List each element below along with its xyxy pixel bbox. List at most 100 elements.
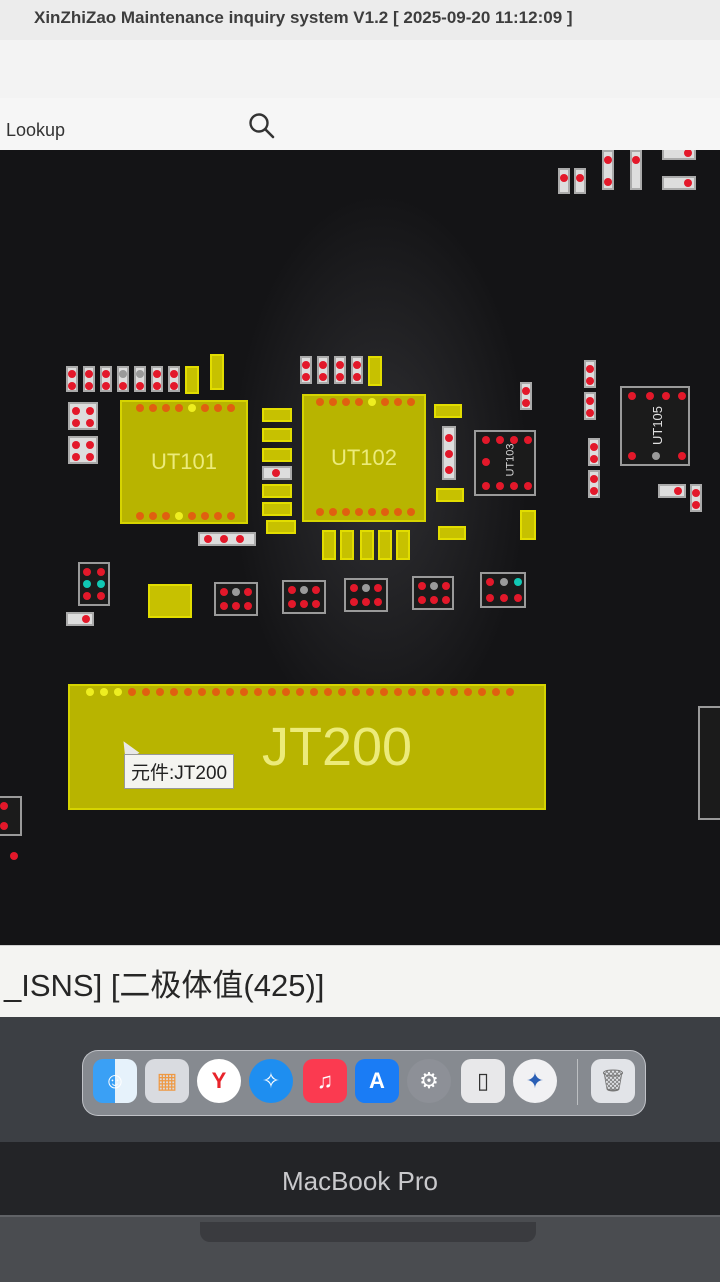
component[interactable]	[262, 448, 292, 462]
component[interactable]	[300, 356, 312, 384]
component[interactable]	[262, 428, 292, 442]
component[interactable]	[198, 532, 256, 546]
component[interactable]	[214, 582, 258, 616]
app-store-icon[interactable]: A	[355, 1059, 399, 1103]
launchpad-icon[interactable]: ▦	[145, 1059, 189, 1103]
component[interactable]	[438, 526, 466, 540]
component[interactable]	[334, 356, 346, 384]
component[interactable]	[588, 470, 600, 498]
component[interactable]	[584, 392, 596, 420]
pcb-board-view[interactable]: UT101 UT102 UT103 UT105	[0, 150, 720, 945]
passive-row-center	[300, 356, 382, 386]
chip-ut102[interactable]: UT102	[302, 394, 426, 522]
pad	[10, 852, 18, 860]
component[interactable]	[83, 366, 95, 392]
component[interactable]	[360, 530, 374, 560]
finder-icon[interactable]: ☺	[93, 1059, 137, 1103]
component[interactable]	[630, 150, 642, 190]
chip-ut103[interactable]: UT103	[474, 430, 536, 496]
component[interactable]	[396, 530, 410, 560]
component[interactable]	[282, 580, 326, 614]
component[interactable]	[584, 360, 596, 388]
chip-pins	[316, 398, 415, 406]
component[interactable]	[0, 796, 22, 836]
device-brand-label: MacBook Pro	[281, 1166, 439, 1196]
component[interactable]	[442, 426, 456, 480]
music-icon[interactable]: ♫	[303, 1059, 347, 1103]
component[interactable]	[658, 484, 686, 498]
component[interactable]	[340, 530, 354, 560]
component[interactable]	[662, 150, 696, 160]
dock: ☺ ▦ Y ✧ ♫ A ⚙ ▯ ✦ 🗑	[82, 1050, 646, 1116]
component[interactable]	[66, 612, 94, 626]
chip-label: UT101	[150, 449, 218, 474]
search-button[interactable]	[246, 110, 278, 142]
component[interactable]	[558, 168, 570, 194]
system-settings-icon[interactable]: ⚙	[407, 1059, 451, 1103]
component[interactable]	[266, 520, 296, 534]
component[interactable]	[412, 576, 454, 610]
chip-pins	[136, 404, 235, 412]
chip-ut101[interactable]: UT101	[120, 400, 248, 524]
chip-label: UT105	[650, 405, 666, 446]
component[interactable]	[185, 366, 199, 394]
chip-pins	[316, 508, 415, 516]
component[interactable]	[262, 502, 292, 516]
component[interactable]	[368, 356, 382, 386]
component[interactable]	[134, 366, 146, 392]
connector-pins	[86, 688, 514, 696]
dock-divider	[577, 1059, 578, 1105]
navigation-icon[interactable]: ✦	[513, 1059, 557, 1103]
component-tooltip: 元件:JT200	[124, 754, 235, 789]
trash-icon[interactable]: 🗑	[591, 1059, 635, 1103]
component[interactable]	[317, 356, 329, 384]
component[interactable]	[574, 168, 586, 194]
component[interactable]	[322, 530, 336, 560]
component[interactable]	[602, 150, 614, 190]
component[interactable]	[151, 366, 163, 392]
chip-label: UT102	[330, 445, 398, 470]
safari-icon[interactable]: ✧	[249, 1059, 293, 1103]
component[interactable]	[480, 572, 526, 608]
component[interactable]	[690, 484, 702, 512]
component[interactable]	[262, 484, 292, 498]
component[interactable]	[662, 176, 696, 190]
chip-ut105[interactable]: UT105	[620, 386, 690, 466]
component[interactable]	[262, 466, 292, 480]
search-icon	[249, 113, 275, 139]
component[interactable]	[378, 530, 392, 560]
laptop-hinge	[200, 1222, 536, 1242]
component[interactable]	[436, 488, 464, 502]
component[interactable]	[520, 382, 532, 410]
component[interactable]	[588, 438, 600, 466]
component[interactable]	[344, 578, 388, 612]
toolbar: Lookup	[0, 98, 720, 238]
chip-label: UT103	[504, 443, 517, 477]
component[interactable]	[520, 510, 536, 540]
yandex-browser-icon[interactable]: Y	[197, 1059, 241, 1103]
window-titlebar: XinZhiZao Maintenance inquiry system V1.…	[0, 0, 720, 41]
component[interactable]	[698, 706, 720, 820]
lookup-label: Lookup	[6, 120, 66, 140]
chip-pins	[136, 512, 235, 520]
component[interactable]	[68, 402, 98, 430]
menu-bar	[0, 40, 720, 99]
component[interactable]	[262, 408, 292, 422]
component[interactable]	[68, 436, 98, 464]
window-title: XinZhiZao Maintenance inquiry system V1.…	[34, 8, 573, 27]
component[interactable]	[78, 562, 110, 606]
connector-jt200[interactable]: JT200	[68, 684, 546, 810]
component[interactable]	[100, 366, 112, 392]
component[interactable]	[210, 354, 224, 390]
iphone-mirroring-icon[interactable]: ▯	[461, 1059, 505, 1103]
component[interactable]	[148, 584, 192, 618]
component[interactable]	[351, 356, 363, 384]
status-text: _ISNS] [二极体值(425)]	[4, 968, 325, 1003]
component[interactable]	[66, 366, 78, 392]
component[interactable]	[168, 366, 180, 392]
chip-label: JT200	[261, 717, 413, 777]
component[interactable]	[117, 366, 129, 392]
passive-row-left	[66, 354, 224, 394]
component[interactable]	[434, 404, 462, 418]
status-bar: _ISNS] [二极体值(425)]	[0, 945, 720, 1018]
